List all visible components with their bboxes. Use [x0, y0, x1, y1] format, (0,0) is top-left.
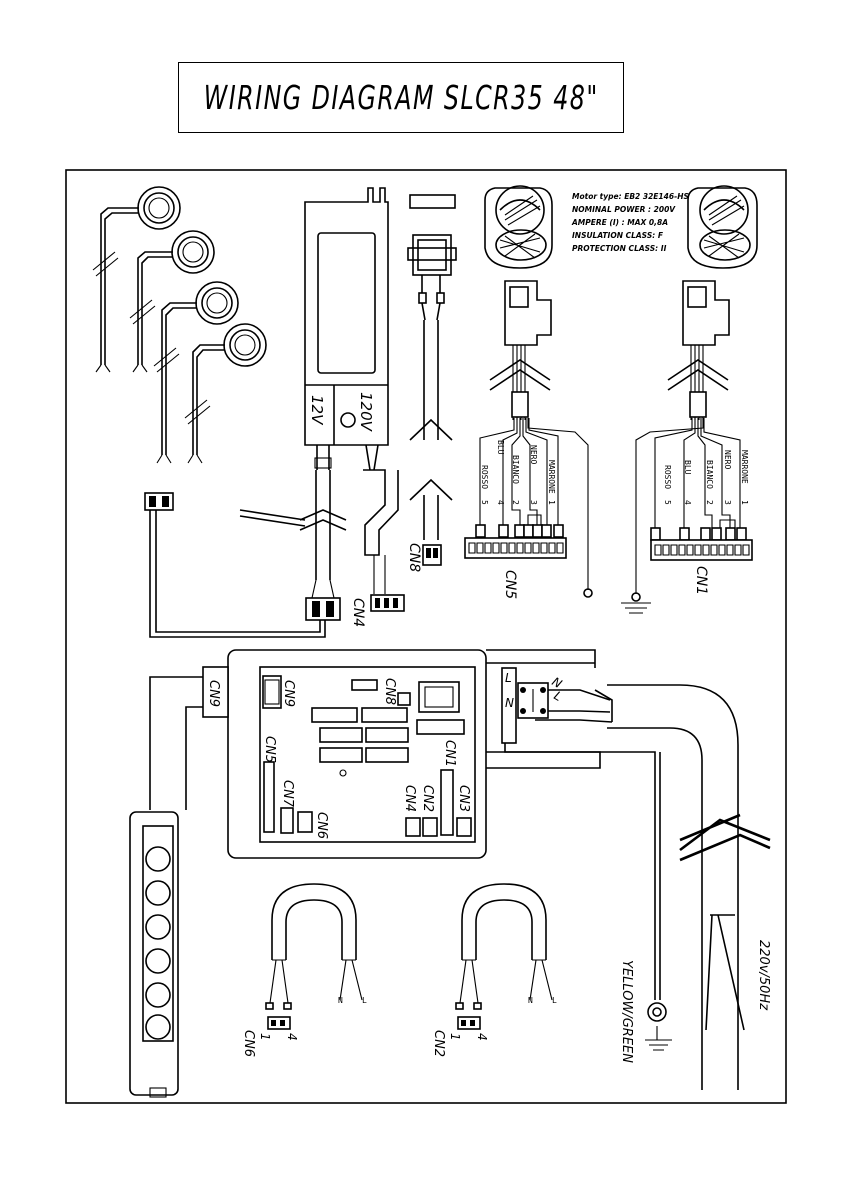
- wire-blu-label: BLU: [496, 440, 505, 455]
- pin-4-label: 4: [496, 500, 505, 505]
- svg-text:PROTECTION CLASS: II: PROTECTION CLASS: II: [572, 244, 667, 253]
- supply-label: 220v/50Hz: [756, 940, 771, 1011]
- control-board: CN9 CN8 CN5 CN7 CN6 CN1 CN2 CN3 CN4: [227, 649, 487, 859]
- cn1-connector-label-top: CN1: [693, 566, 709, 595]
- svg-text:1: 1: [258, 1033, 272, 1041]
- svg-text:4: 4: [285, 1033, 299, 1041]
- terminal-block: L N N L 220v/50Hz YELLOW/GREEN: [486, 649, 771, 1090]
- wire-bianco-label: BIANCO: [511, 455, 520, 484]
- svg-text:CN6: CN6: [241, 1030, 256, 1057]
- svg-text:N: N: [338, 996, 343, 1005]
- wire-nero-label: NERO: [529, 445, 538, 464]
- diagram-title: WIRING DIAGRAM SLCR35 48": [203, 78, 599, 117]
- ground-wire-label: YELLOW/GREEN: [619, 960, 634, 1063]
- motor-info: Motor type: EB2 32E146-HS97-04 NOMINAL P…: [571, 192, 713, 253]
- cn4-connector-label-top: CN4: [350, 598, 366, 627]
- motor-1: [484, 185, 553, 420]
- svg-text:L: L: [552, 996, 557, 1005]
- svg-text:CN7: CN7: [280, 780, 295, 808]
- svg-text:NOMINAL POWER : 200V: NOMINAL POWER : 200V: [572, 205, 676, 214]
- svg-text:CN1: CN1: [442, 740, 457, 767]
- title-box: WIRING DIAGRAM SLCR35 48": [178, 62, 624, 133]
- svg-text:INSULATION CLASS: F: INSULATION CLASS: F: [572, 231, 664, 240]
- svg-text:CN9: CN9: [281, 680, 296, 707]
- keypad: [129, 811, 179, 1098]
- wire-marrone-label: MARRONE: [547, 460, 556, 494]
- svg-text:AMPERE (I) : MAX 0,8A: AMPERE (I) : MAX 0,8A: [571, 218, 668, 227]
- svg-text:CN8: CN8: [382, 678, 397, 705]
- transformer-12v-label: 12V: [308, 395, 326, 426]
- wire-marrone-label-2: MARRONE: [740, 450, 749, 484]
- svg-text:N: N: [550, 674, 565, 691]
- svg-text:4: 4: [475, 1033, 489, 1041]
- svg-text:CN9: CN9: [206, 680, 221, 707]
- svg-text:CN4: CN4: [402, 785, 417, 812]
- lamp-3: [153, 281, 239, 464]
- pin-3-label-2: 3: [723, 500, 732, 505]
- svg-text:L: L: [362, 996, 367, 1005]
- cn6-loop-cable: N L CN6 1 4: [241, 883, 367, 1057]
- pin-5-label-2: 5: [663, 500, 672, 505]
- lamp-2: [129, 230, 215, 373]
- transformer-120v-label: 120V: [357, 392, 375, 433]
- svg-text:Motor type: EB2 32E146-HS97-04: Motor type: EB2 32E146-HS97-04: [572, 192, 713, 201]
- pin-2-label: 2: [511, 500, 520, 505]
- keypad-cable: CN9: [149, 666, 229, 810]
- transformer: 12V 120V CN4: [239, 187, 405, 627]
- pin-1-label: 1: [547, 500, 556, 505]
- svg-text:CN2: CN2: [420, 785, 435, 812]
- terminal-L-label: L: [505, 671, 512, 685]
- cn8-connector-label-top: CN8: [406, 543, 422, 572]
- wire-rosso-label-2: ROSSO: [663, 465, 672, 489]
- diagram-frame: [65, 169, 787, 1104]
- pin-2-label-2: 2: [705, 500, 714, 505]
- svg-text:CN3: CN3: [456, 785, 471, 812]
- pin-4-label-2: 4: [683, 500, 692, 505]
- cn5-connector-label-top: CN5: [502, 570, 518, 599]
- motor-2: ROSSO BLU BIANCO NERO MARRONE 5 4 2 3 1 …: [621, 185, 758, 614]
- svg-text:N: N: [528, 996, 533, 1005]
- cn2-loop-cable: N L CN2 1 4: [431, 883, 557, 1057]
- svg-text:CN6: CN6: [314, 812, 329, 839]
- motor-1-wires: ROSSO BLU BIANCO NERO MARRONE 5 4 2 3 1 …: [464, 418, 593, 599]
- pin-5-label: 5: [480, 500, 489, 505]
- lamp-connector: [144, 492, 326, 638]
- lamp-1: [92, 186, 181, 373]
- wire-nero-label-2: NERO: [723, 450, 732, 469]
- lamp-4: [184, 323, 267, 464]
- wire-blu-label-2: BLU: [683, 460, 692, 475]
- svg-text:CN5: CN5: [262, 736, 277, 763]
- svg-text:CN2: CN2: [431, 1030, 446, 1057]
- svg-text:1: 1: [448, 1033, 462, 1041]
- rocker-switch: CN8: [406, 194, 457, 572]
- svg-text:N: N: [505, 696, 514, 710]
- pin-3-label: 3: [529, 500, 538, 505]
- wire-rosso-label: ROSSO: [480, 465, 489, 489]
- pin-1-label-2: 1: [740, 500, 749, 505]
- wire-bianco-label-2: BIANCO: [705, 460, 714, 489]
